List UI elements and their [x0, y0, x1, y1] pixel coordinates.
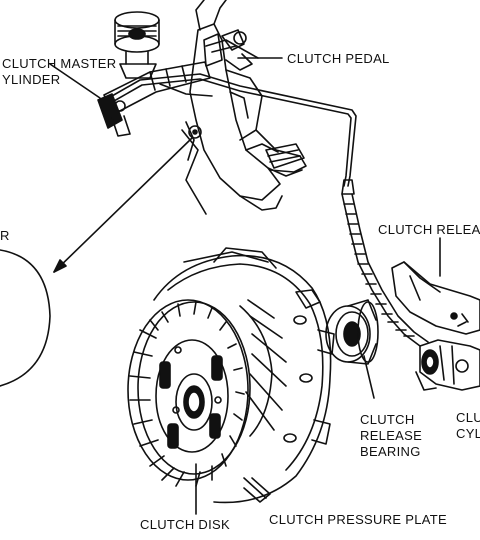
release-bearing-label-line2: RELEASE — [360, 428, 423, 443]
clutch-release-lever-label: CLUTCH RELEA — [378, 222, 480, 237]
master-cylinder-label-line2: YLINDER — [2, 72, 61, 87]
master-cylinder-body — [97, 61, 211, 137]
clutch-pressure-plate — [153, 247, 335, 504]
clutch-pedal — [205, 29, 305, 169]
clutch-disk-label: CLUTCH DISK — [140, 517, 230, 532]
master-cylinder-reservoir — [114, 11, 160, 79]
clutch-slave-cylinder — [415, 339, 480, 391]
leader-lines — [49, 57, 441, 515]
slave-cylinder-label-line2: CYL — [456, 426, 480, 441]
pressure-plate-label: CLUTCH PRESSURE PLATE — [269, 512, 447, 527]
slave-cylinder-label: CLU — [456, 410, 480, 425]
left-cutoff-label: R — [0, 228, 10, 243]
detail-callout-circle — [0, 249, 51, 387]
master-cylinder-label: CLUTCH MASTER — [2, 56, 117, 71]
clutch-pedal-label: CLUTCH PEDAL — [287, 51, 390, 66]
pedal-box — [181, 0, 307, 215]
release-bearing-label: CLUTCH — [360, 412, 415, 427]
clutch-release-lever — [391, 261, 480, 335]
clutch-disk — [127, 299, 251, 487]
release-bearing-label-line3: BEARING — [360, 444, 421, 459]
hydraulic-line — [111, 73, 429, 347]
clutch-release-bearing — [325, 299, 379, 365]
